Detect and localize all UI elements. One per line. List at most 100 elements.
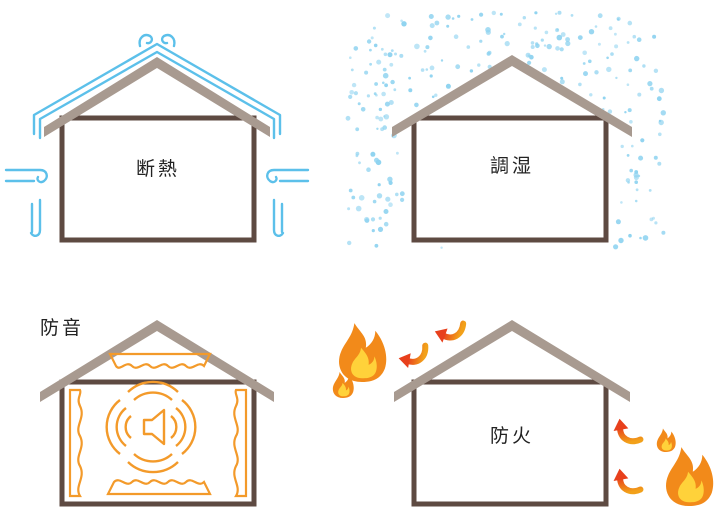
panel-humidity: 調湿 <box>345 10 666 250</box>
moisture-dot-icon <box>479 12 484 17</box>
moisture-dot-icon <box>348 94 353 99</box>
moisture-dot-icon <box>390 79 395 85</box>
panel-insulation: 断熱 <box>4 33 310 243</box>
moisture-dot-icon <box>559 47 564 52</box>
moisture-dot-icon <box>376 59 382 65</box>
moisture-dot-icon <box>429 23 435 29</box>
moisture-dot-icon <box>582 50 587 56</box>
moisture-dot-icon <box>396 151 399 155</box>
moisture-dot-icon <box>414 43 420 50</box>
moisture-dot-icon <box>470 18 474 21</box>
moisture-dot-icon <box>624 111 627 114</box>
moisture-dot-icon <box>377 183 381 187</box>
moisture-dot-icon <box>425 45 430 50</box>
moisture-dot-icon <box>355 205 362 212</box>
moisture-dot-icon <box>556 34 563 41</box>
moisture-dot-icon <box>628 233 632 238</box>
moisture-dot-icon <box>656 96 662 102</box>
curved-arrow-icon <box>612 416 641 445</box>
house <box>44 57 270 243</box>
label-insulation: 断熱 <box>136 158 180 180</box>
moisture-dot-icon <box>387 176 393 182</box>
moisture-dot-icon <box>378 107 383 112</box>
moisture-dot-icon <box>540 38 544 42</box>
moisture-dot-icon <box>374 157 379 163</box>
house <box>394 320 630 507</box>
moisture-dot-icon <box>453 34 459 39</box>
moisture-dot-icon <box>634 55 640 62</box>
moisture-dot-icon <box>383 221 389 227</box>
moisture-dot-icon <box>373 92 377 96</box>
moisture-dot-icon <box>388 100 394 105</box>
moisture-dot-icon <box>633 175 639 181</box>
moisture-dot-icon <box>653 155 658 160</box>
moisture-dot-icon <box>372 26 376 30</box>
moisture-dot-icon <box>625 178 631 183</box>
moisture-dot-icon <box>658 87 665 94</box>
moisture-dot-icon <box>349 56 352 59</box>
moisture-dot-icon <box>357 102 361 106</box>
moisture-dot-icon <box>583 71 588 77</box>
label-soundproof: 防音 <box>40 317 84 339</box>
moisture-dot-icon <box>657 161 662 166</box>
moisture-dot-icon <box>376 127 379 130</box>
moisture-dot-icon <box>393 88 397 92</box>
moisture-dot-icon <box>351 82 357 88</box>
moisture-dot-icon <box>560 32 566 37</box>
moisture-dot-icon <box>499 12 503 16</box>
moisture-dot-icon <box>642 64 646 68</box>
moisture-dot-icon <box>477 63 481 67</box>
moisture-dot-icon <box>364 216 370 223</box>
moisture-dot-icon <box>594 70 599 75</box>
moisture-dot-icon <box>451 17 455 20</box>
moisture-dot-icon <box>629 120 633 124</box>
moisture-dot-icon <box>382 67 387 72</box>
moisture-dot-icon <box>626 41 630 44</box>
moisture-dot-icon <box>607 109 613 114</box>
moisture-dot-icon <box>388 202 393 207</box>
moisture-dot-icon <box>554 12 558 15</box>
moisture-dot-icon <box>429 74 433 78</box>
moisture-dot-icon <box>613 244 619 250</box>
bottom-panel <box>106 479 212 496</box>
moisture-dot-icon <box>394 52 397 56</box>
moisture-dot-icon <box>400 19 403 23</box>
moisture-dot-icon <box>355 154 359 158</box>
moisture-dot-icon <box>500 34 504 39</box>
moisture-dot-icon <box>389 62 394 67</box>
moisture-dot-icon <box>534 11 538 15</box>
moisture-dot-icon <box>485 29 491 35</box>
moisture-dot-icon <box>370 217 376 222</box>
moisture-dots <box>345 10 666 250</box>
moisture-dot-icon <box>378 116 384 122</box>
moisture-dot-icon <box>423 49 427 53</box>
moisture-dot-icon <box>533 26 537 30</box>
moisture-dot-icon <box>380 47 384 51</box>
moisture-dot-icon <box>382 125 388 130</box>
left-panel <box>68 388 83 498</box>
moisture-dot-icon <box>429 65 435 71</box>
moisture-dot-icon <box>366 94 370 98</box>
moisture-dot-icon <box>399 53 404 58</box>
moisture-dot-icon <box>390 49 394 52</box>
moisture-dot-icon <box>618 237 624 244</box>
moisture-dot-icon <box>610 52 614 56</box>
moisture-dot-icon <box>577 35 583 40</box>
moisture-dot-icon <box>626 83 630 86</box>
moisture-dot-icon <box>606 66 612 73</box>
moisture-dot-icon <box>434 20 440 26</box>
moisture-dot-icon <box>385 13 391 19</box>
moisture-dot-icon <box>649 86 654 91</box>
moisture-dot-icon <box>400 197 405 202</box>
house <box>40 320 274 507</box>
moisture-dot-icon <box>348 188 353 193</box>
house-wall <box>411 115 609 243</box>
house <box>392 55 632 243</box>
moisture-dot-icon <box>627 108 632 113</box>
moisture-dot-icon <box>440 246 443 249</box>
moisture-dot-icon <box>381 91 386 97</box>
moisture-dot-icon <box>503 32 506 36</box>
moisture-dot-icon <box>649 217 654 222</box>
moisture-dot-icon <box>373 43 378 48</box>
moisture-dot-icon <box>627 20 633 26</box>
